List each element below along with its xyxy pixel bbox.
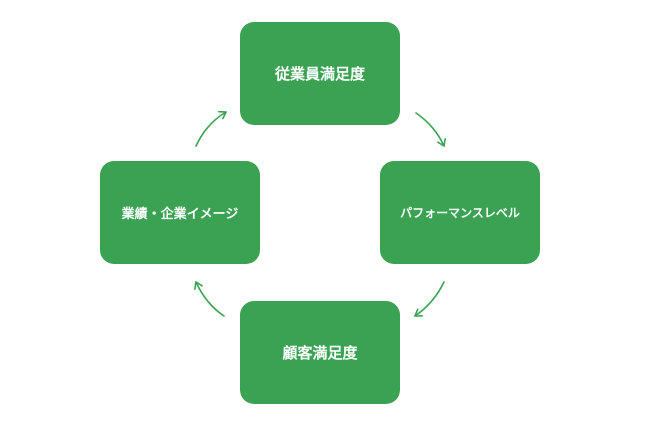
node-label: 従業員満足度 [274, 65, 365, 83]
node-label: 顧客満足度 [282, 344, 358, 362]
node-customer-satisfaction: 顧客満足度 [240, 301, 400, 404]
arrow-left-to-top [195, 110, 227, 147]
node-label: 業績・企業イメージ [121, 207, 239, 222]
node-performance-level: パフォーマンスレベル [380, 161, 540, 264]
arrow-top-to-right [415, 112, 446, 147]
arrow-right-to-bottom [414, 281, 445, 317]
arrow-bottom-to-left [194, 281, 225, 317]
node-business-performance-image: 業績・企業イメージ [100, 161, 260, 264]
node-label: パフォーマンスレベル [400, 206, 520, 220]
node-employee-satisfaction: 従業員満足度 [240, 22, 400, 125]
